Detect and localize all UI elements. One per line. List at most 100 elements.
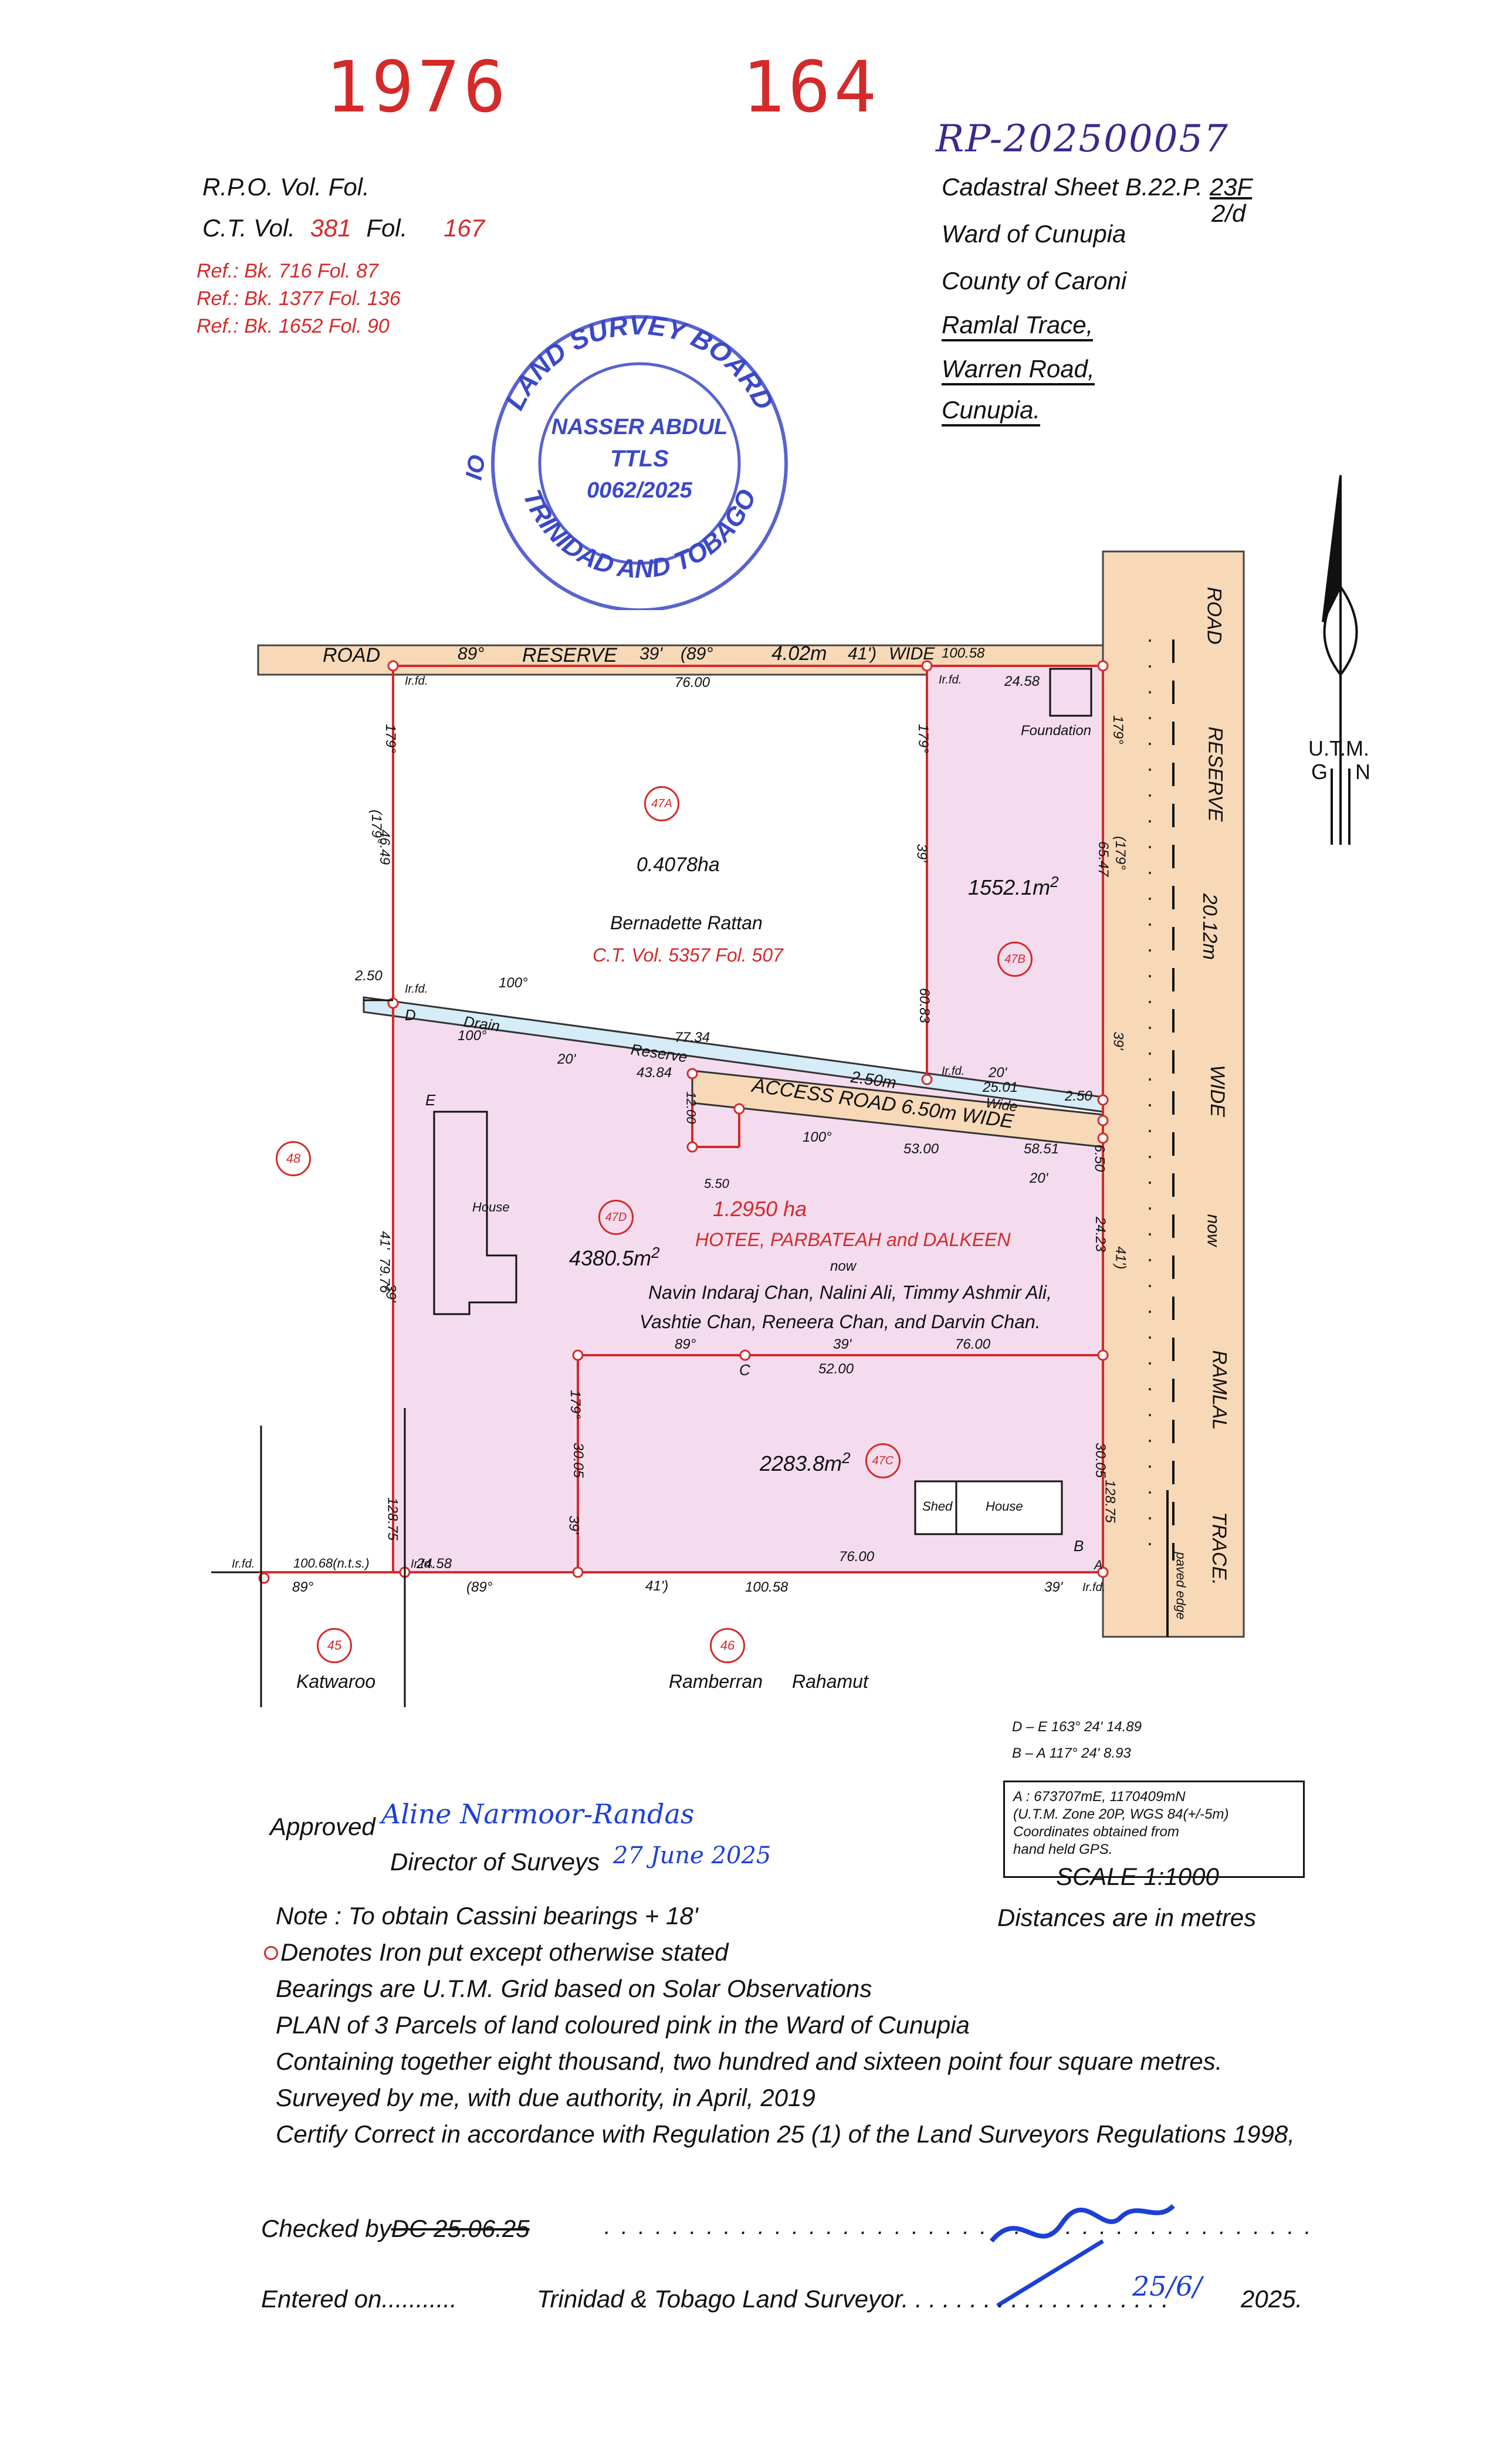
foundation-label: Foundation [1021,723,1092,739]
bearing-39-left: 39' [383,1284,399,1302]
road-right-label-6: RAMLAL [1208,1350,1231,1430]
notes-block: Note : To obtain Cassini bearings + 18' … [264,1898,1295,2152]
irfd-left-mid: Ir.fd. [405,983,428,996]
dim-65-47: 65.47 [1095,841,1112,877]
bearing-100-access: 100° [803,1129,832,1145]
house-47d-label: House [472,1200,510,1214]
road-right-label-5: now [1203,1214,1223,1247]
road-right-label-2: RESERVE [1204,726,1227,822]
location-2: Warren Road, [942,355,1095,385]
total-area: 1.2950 ha [713,1197,807,1221]
bearing-39-right: 39' [1110,1031,1126,1050]
coord-line-2: (U.T.M. Zone 20P, WGS 84(+/-5m) [1013,1806,1229,1822]
road-top-label-8: WIDE [889,644,935,664]
dim-58-51: 58.51 [1024,1141,1060,1157]
land-survey-board-stamp: LAND SURVEY BOARD TRINIDAD AND TOBAGO NA… [463,310,788,610]
irfd-bottom-right: Ir.fd. [1082,1581,1106,1594]
bearing-20-drain: 20' [989,1065,1007,1081]
stamp-title: TTLS [610,446,669,472]
bearing-179p-left: (179° [368,810,384,844]
parcel-47a-area: 0.4078ha [637,854,720,876]
coord-line-3: Coordinates obtained from [1013,1824,1179,1840]
footer-year: 2025. [1241,2285,1303,2313]
cadastral-sheet: Cadastral Sheet B.22.P. 23F [942,173,1252,201]
checked-dots: . . . . . . . . . . . . . . . . . . . . … [604,2215,1314,2239]
ward: Ward of Cunupia [942,220,1126,248]
corner-d: D [405,1006,416,1024]
note-3: Bearings are U.T.M. Grid based on Solar … [276,1975,872,2002]
checked-label: Checked by [261,2215,391,2242]
dim-24-58-bottom: 24.58 [417,1556,452,1572]
approved-signature: Aline Narmoor-Randas [381,1798,695,1830]
bearing-100-drain: 100° [499,975,528,991]
sheet-sub: 2/d [1211,199,1246,227]
road-top-label-9: 100.58 [942,645,985,661]
dim-128-75-right: 128.75 [1102,1480,1118,1523]
parcel-48-marker: 48 [276,1141,311,1176]
dim-12-00: 12.00 [683,1091,699,1124]
road-right-label-1: ROAD [1203,587,1226,645]
entered-label: Entered on........... [261,2285,457,2313]
irfd-top-left: Ir.fd. [405,675,428,688]
bearing-89-mid: 89° [675,1336,696,1352]
year-number: 1976 [326,47,509,128]
bearing-179-top-left: 179° [382,724,398,753]
bearing-39-bottom: 39' [1044,1579,1063,1595]
house-47c-label: House [986,1499,1023,1514]
dim-128-75-left: 128.75 [384,1497,401,1541]
shed-label: Shed [922,1499,953,1514]
ref-1: Ref.: Bk. 716 Fol. 87 [197,260,378,282]
parcel-47d-marker: 47D [598,1200,634,1235]
irfd-top-mid: Ir.fd. [939,673,962,686]
bearing-20-access: 20' [1030,1170,1048,1186]
bearing-39-mid-vert: 39' [913,844,930,862]
north-label-3: N [1355,760,1370,784]
stamp-number: 0062/2025 [587,478,692,503]
corner-c: C [739,1361,750,1379]
parcel-47d-fill [393,1009,1103,1572]
ct-fol-label: Fol. [366,214,408,242]
bearing-de: D – E 163° 24' 14.89 [1012,1719,1142,1735]
checked-value: DC 25.06.25 [391,2215,530,2242]
parcel-45-name: Katwaroo [296,1671,376,1692]
note-5: Containing together eight thousand, two … [276,2047,1223,2075]
dim-30-05-right: 30.05 [1092,1442,1109,1478]
irfd-bottom-far-left: Ir.fd. [232,1558,255,1571]
folio-number: 164 [742,47,880,128]
dim-43-84: 43.84 [637,1065,672,1081]
approved-label: Approved [270,1813,375,1840]
coord-line-4: hand held GPS. [1013,1842,1113,1857]
north-label-2: G [1311,760,1328,784]
parcel-46-name-2: Rahamut [792,1671,868,1692]
dim-24-23: 24.23 [1092,1216,1109,1253]
dim-60-83: 60.83 [916,987,933,1024]
coordinates-box: A : 673707mE, 1170409mN (U.T.M. Zone 20P… [1003,1781,1305,1878]
bearing-100-left: 100° [458,1028,487,1044]
parcel-46-marker: 46 [710,1628,745,1663]
stamp-ring-left: IO [463,453,490,482]
house-47c-outline [914,1480,1063,1535]
parcel-47a-marker: 47A [644,786,679,821]
note-1: Note : To obtain Cassini bearings + 18' [276,1902,698,1930]
county: County of Caroni [942,267,1127,295]
ct-vol: 381 [310,214,351,242]
road-top-label-2: 89° [458,644,485,664]
bearing-179-top-right: 179° [1109,715,1126,744]
dim-76-mid: 76.00 [955,1336,991,1352]
note-7: Certify Correct in accordance with Regul… [276,2120,1295,2148]
dim-24-58-top: 24.58 [1004,673,1040,689]
location-1: Ramlal Trace, [942,311,1094,341]
note-2: Denotes Iron put except otherwise stated [264,1934,1295,1971]
dim-76-bottom: 76.00 [839,1549,875,1565]
bearing-89p-bottom: (89° [466,1579,493,1595]
dim-6-50: 6.50 [1091,1144,1108,1172]
road-top-label-7: 41') [848,644,877,664]
dim-76-top: 76.00 [675,675,710,691]
iron-marker-icon [264,1945,278,1960]
bearing-179p-right: (179° [1112,836,1128,870]
dim-5-50: 5.50 [704,1176,729,1191]
road-top-label-3: RESERVE [522,644,617,666]
irfd-drain: Ir.fd. [942,1065,965,1078]
note-6: Surveyed by me, with due authority, in A… [276,2084,815,2111]
